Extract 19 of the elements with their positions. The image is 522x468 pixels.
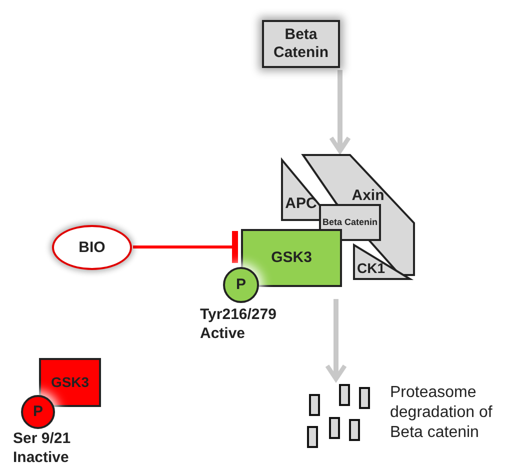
inhibitor-ellipse bbox=[52, 225, 132, 270]
node-label: P bbox=[236, 276, 246, 294]
kinase-box bbox=[39, 358, 101, 407]
node-label: P bbox=[32, 403, 43, 421]
node-label: CK1 bbox=[356, 260, 386, 277]
phosphate-circle bbox=[223, 267, 259, 303]
node-label: Beta Catenin bbox=[272, 26, 330, 62]
ck1-shape bbox=[352, 243, 412, 281]
node-label: Axin bbox=[350, 187, 386, 205]
phosphate-circle bbox=[21, 395, 55, 429]
node-caption: Proteasome degradation of Beta catenin bbox=[390, 383, 494, 443]
node-caption: Tyr216/279 Active bbox=[200, 306, 278, 344]
node-label: BIO bbox=[78, 238, 106, 256]
node-label: GSK3 bbox=[50, 374, 90, 391]
node-label: GSK3 bbox=[271, 249, 312, 267]
node-caption: Ser 9/21 Inactive bbox=[13, 430, 72, 468]
node-label: Beta Catenin bbox=[322, 217, 378, 228]
protein-box bbox=[262, 20, 340, 68]
node-label: APC bbox=[284, 195, 318, 213]
